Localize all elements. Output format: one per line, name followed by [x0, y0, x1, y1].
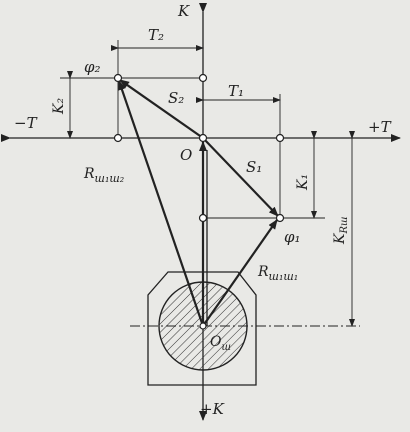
- svg-text:KRш: KRш: [332, 217, 350, 245]
- node-phi1: [275, 213, 285, 223]
- label-o-sh: Oш: [210, 334, 231, 353]
- label-plus-t: +T: [368, 118, 392, 136]
- label-origin: O: [180, 146, 192, 164]
- label-s1: S₁: [246, 158, 262, 176]
- node-phi2: [113, 73, 123, 83]
- label-t1: T₁: [228, 82, 244, 100]
- label-r-sh1sh2: Rш₁ш₂: [83, 166, 124, 185]
- node-minus-t: [113, 133, 123, 143]
- label-r-sh1sh1: Rш₁ш₁: [257, 264, 298, 283]
- label-s2: S₂: [168, 89, 184, 107]
- s1-vector: [202, 137, 279, 217]
- label-k: K: [177, 2, 190, 20]
- r-sh1sh2-vector: [117, 80, 205, 327]
- node-k-mid: [198, 213, 208, 223]
- label-minus-t: −T: [14, 114, 38, 132]
- node-k-top: [198, 73, 208, 83]
- s2-vector: [119, 79, 204, 139]
- label-k-rsh: KRш: [332, 217, 350, 245]
- node-plus-t: [275, 133, 285, 143]
- label-k1: K₁: [295, 174, 311, 191]
- r-sh1sh1-vector: [202, 219, 278, 327]
- node-origin: [198, 133, 208, 143]
- journal-housing: [147, 271, 257, 386]
- label-plus-k: +K: [200, 400, 225, 418]
- node-o-sh: [199, 322, 207, 330]
- label-phi1: φ₁: [284, 228, 301, 246]
- label-phi2: φ₂: [84, 58, 101, 76]
- label-t2: T₂: [148, 26, 164, 44]
- label-k2: K₂: [51, 98, 67, 115]
